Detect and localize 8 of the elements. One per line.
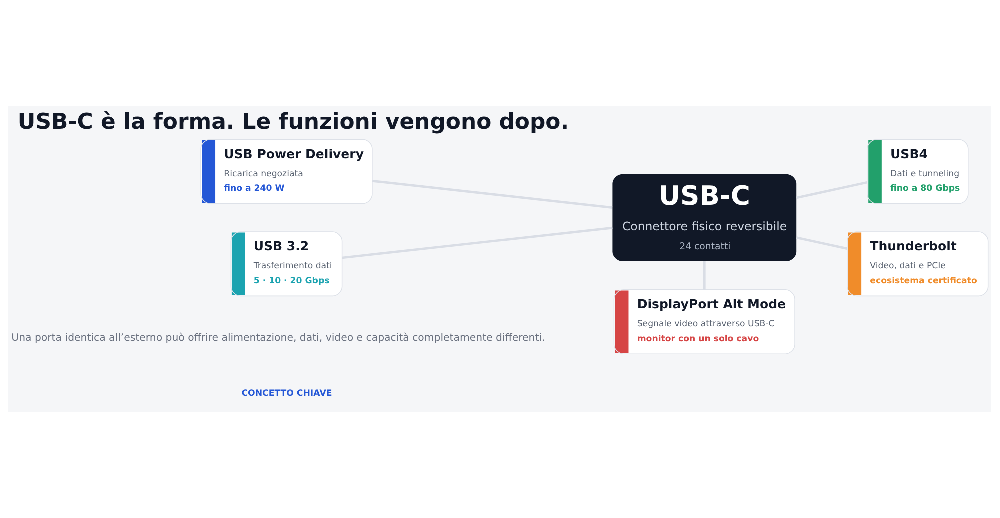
connector — [342, 226, 613, 260]
label: Una porta identica all’esterno può offrire alimentazione, dati, video e capacità completamente differenti. — [12, 333, 546, 344]
label: CONCETTO CHIAVE — [242, 389, 332, 400]
connector — [796, 181, 868, 200]
node-box: USB-C Connettore fisico reversibile 24 contatti — [612, 174, 797, 262]
connector — [796, 236, 848, 250]
diagram-title: USB-C è la forma. Le funzioni vengono dopo. — [18, 110, 570, 136]
connector — [372, 180, 613, 209]
